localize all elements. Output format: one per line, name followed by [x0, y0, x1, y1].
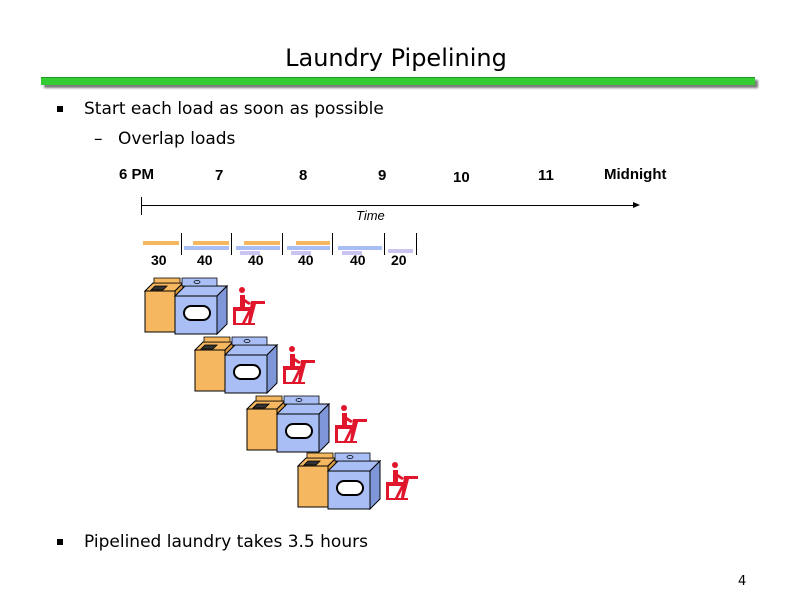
dry-stage-bar: [236, 246, 280, 250]
dry-stage-bar: [184, 246, 229, 250]
hour-label-6pm: 6 PM: [119, 166, 155, 183]
dryer-icon: [275, 395, 331, 454]
bullet-text: Pipelined laundry takes 3.5 hours: [84, 532, 368, 552]
segment-divider: [332, 233, 333, 255]
hour-label-midnight: Midnight: [604, 166, 667, 183]
segment-divider: [282, 233, 283, 255]
segment-divider: [231, 233, 232, 255]
dryer-icon: [326, 452, 382, 511]
bullet-square-icon: [57, 106, 63, 112]
duration-label: 30: [151, 252, 167, 268]
wash-stage-bar: [244, 241, 280, 245]
duration-label: 40: [298, 252, 314, 268]
segment-divider: [416, 233, 417, 255]
segment-divider: [384, 233, 385, 255]
bullet-start-loads: Start each load as soon as possible: [57, 99, 384, 119]
dry-stage-bar: [287, 246, 330, 250]
wash-stage-bar: [193, 241, 229, 245]
duration-label: 40: [350, 252, 366, 268]
folding-person-icon: [386, 462, 418, 500]
bullet-text: Start each load as soon as possible: [84, 99, 384, 119]
wash-stage-bar: [143, 241, 179, 245]
hour-label-10: 10: [453, 169, 470, 186]
time-axis-start-tick: [141, 197, 142, 215]
load-group-4: [296, 452, 418, 511]
bullet-square-icon: [57, 539, 63, 545]
washer-icon: [143, 277, 185, 334]
subbullet-overlap: – Overlap loads: [94, 129, 236, 149]
fold-stage-bar: [240, 251, 260, 255]
hour-label-11: 11: [538, 167, 554, 184]
dryer-icon: [223, 336, 279, 395]
subbullet-text: Overlap loads: [118, 129, 236, 149]
duration-label: 40: [248, 252, 264, 268]
dash-icon: –: [94, 129, 103, 149]
folding-person-icon: [233, 287, 265, 325]
dry-stage-bar: [338, 246, 382, 250]
wash-stage-bar: [296, 241, 330, 245]
time-axis-arrowhead: [633, 202, 640, 208]
slide-title: Laundry Pipelining: [285, 44, 507, 72]
folding-person-icon: [335, 405, 367, 443]
fold-stage-bar: [291, 251, 311, 255]
hour-label-7: 7: [215, 167, 224, 184]
duration-label: 20: [391, 252, 407, 268]
load-group-2: [193, 336, 315, 395]
time-axis-line: [141, 205, 635, 206]
folding-person-icon: [283, 346, 315, 384]
hour-label-9: 9: [378, 167, 387, 184]
segment-divider: [181, 233, 182, 255]
dryer-icon: [173, 277, 229, 336]
fold-stage-bar: [342, 251, 362, 255]
load-group-1: [143, 277, 265, 336]
time-axis-label: Time: [356, 208, 385, 223]
fold-stage-bar: [388, 249, 413, 253]
title-underline: [41, 77, 755, 85]
load-group-3: [245, 395, 367, 454]
hour-label-8: 8: [299, 167, 308, 184]
duration-label: 40: [197, 252, 213, 268]
bullet-pipelined-time: Pipelined laundry takes 3.5 hours: [57, 532, 368, 552]
page-number: 4: [738, 574, 747, 589]
